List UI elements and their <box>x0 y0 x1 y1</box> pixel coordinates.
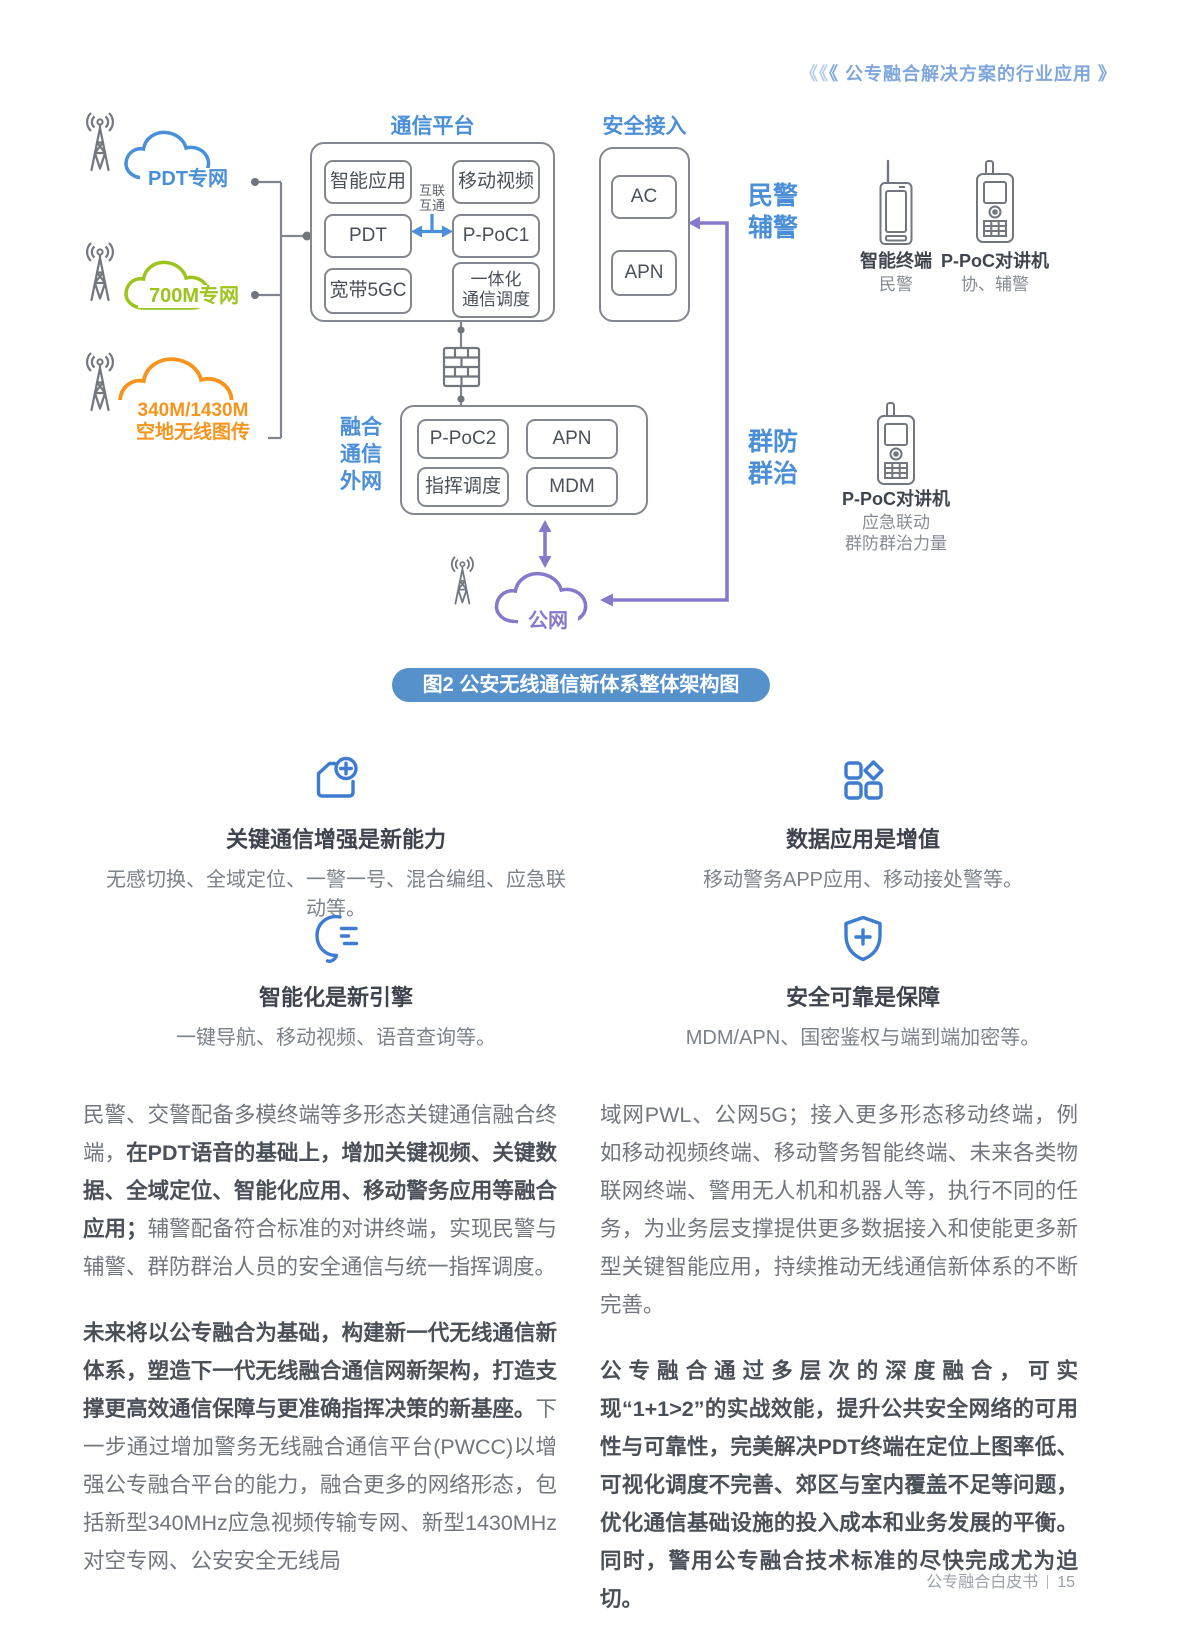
footer-page-number: 15 <box>1057 1574 1075 1591</box>
box-5gc: 宽带5GC <box>324 268 412 314</box>
body-paragraph: 公专融合通过多层次的深度融合，可实现“1+1>2”的实战效能，提升公共安全网络的… <box>600 1359 1078 1611</box>
feature-data-application: 数据应用是增值 移动警务APP应用、移动接处警等。 <box>628 752 1098 892</box>
chevrons-icon: 《《 <box>799 64 829 84</box>
extranet-box <box>400 405 648 515</box>
feature-security: 安全可靠是保障 MDM/APN、国密鉴权与端到端加密等。 <box>628 910 1098 1050</box>
device-ppoc-radio2-label: P-PoC对讲机 应急联动 群防群治力量 <box>842 489 950 553</box>
feature-title: 数据应用是增值 <box>785 827 940 852</box>
figure-caption: 图2 公安无线通信新体系整体架构图 <box>392 668 770 702</box>
device-smart-terminal-label: 智能终端 民警 <box>860 251 932 294</box>
footer-book-title: 公专融合白皮书 <box>926 1574 1039 1591</box>
public-to-secure-access-arrow <box>600 216 729 607</box>
interconnect-arrow <box>411 214 453 238</box>
feature-desc: 一键导航、移动视频、语音查询等。 <box>176 1027 496 1049</box>
box-ppoc2: P-PoC2 <box>417 419 509 459</box>
feature-desc: 无感切换、全域定位、一警一号、混合编组、应急联动等。 <box>106 869 566 920</box>
box-ac: AC <box>611 175 677 219</box>
radio-tower-icon <box>450 555 474 605</box>
public-network-label: 公网 <box>518 610 578 633</box>
architecture-diagram-graphics <box>85 111 1014 624</box>
interconnect-label: 互联 互通 <box>418 183 445 213</box>
community-group-label: 群防 群治 <box>747 428 798 488</box>
box-mdm: MDM <box>526 467 618 507</box>
box-apn-secure: APN <box>611 250 677 296</box>
box-intelligent-apps: 智能应用 <box>324 160 412 204</box>
page-footer: 公专融合白皮书 15 <box>926 1568 1075 1592</box>
box-unified-dispatch: 一体化 通信调度 <box>452 262 540 318</box>
secure-access-box <box>599 147 690 322</box>
device-ppoc-radio-label: P-PoC对讲机 协、辅警 <box>941 251 1049 294</box>
body-right-column: 域网PWL、公网5G；接入更多形态移动终端，例如移动视频终端、移动警务智能终端、… <box>600 1096 1078 1629</box>
radio-tower-icon <box>85 351 115 412</box>
box-pdt: PDT <box>324 214 412 258</box>
apps-icon <box>844 760 884 800</box>
feature-desc: 移动警务APP应用、移动接处警等。 <box>702 869 1024 891</box>
feature-intelligence: 智能化是新引擎 一键导航、移动视频、语音查询等。 <box>100 910 572 1050</box>
box-command-dispatch: 指挥调度 <box>417 467 509 507</box>
body-paragraph: 民警、交警配备多模终端等多形态关键通信融合终端，在PDT语音的基础上，增加关键视… <box>83 1103 557 1279</box>
page-header-text: 《 公专融合解决方案的行业应用 》 <box>828 64 1117 84</box>
pdt-network-label: PDT专网 <box>140 168 236 191</box>
extranet-public-arrow <box>538 520 552 568</box>
police-group-label: 民警 辅警 <box>747 182 798 242</box>
feature-key-communication: 关键通信增强是新能力 无感切换、全域定位、一警一号、混合编组、应急联动等。 <box>100 752 572 921</box>
shield-plus-icon <box>844 915 882 962</box>
footer-divider <box>1047 1575 1049 1589</box>
secure-access-title: 安全接入 <box>602 115 687 138</box>
feature-desc: MDM/APN、国密鉴权与端到端加密等。 <box>685 1027 1041 1049</box>
card-plus-icon <box>316 756 358 798</box>
ai-face-icon <box>315 914 359 963</box>
smart-terminal-icon <box>879 159 913 245</box>
box-ppoc1: P-PoC1 <box>452 214 540 258</box>
firewall-icon <box>442 346 481 388</box>
box-apn-extranet: APN <box>526 419 618 459</box>
body-left-column: 民警、交警配备多模终端等多形态关键通信融合终端，在PDT语音的基础上，增加关键视… <box>83 1096 557 1608</box>
700m-network-label: 700M专网 <box>138 285 250 308</box>
body-paragraph: 未来将以公专融合为基础，构建新一代无线通信新体系，塑造下一代无线融合通信网新架构… <box>83 1321 557 1573</box>
feature-title: 智能化是新引擎 <box>258 985 413 1010</box>
platform-box <box>310 142 555 322</box>
radio-tower-icon <box>85 241 115 302</box>
platform-title: 通信平台 <box>390 115 475 138</box>
extranet-label: 融合 通信 外网 <box>340 416 382 493</box>
340m-network-label: 340M/1430M 空地无线图传 <box>118 400 268 444</box>
ppoc-radio-icon <box>877 402 915 485</box>
page-header: 《《《 公专融合解决方案的行业应用 》 <box>800 60 1117 86</box>
ppoc-radio-icon <box>976 160 1014 243</box>
body-paragraph: 域网PWL、公网5G；接入更多形态移动终端，例如移动视频终端、移动警务智能终端、… <box>600 1103 1078 1317</box>
feature-title: 安全可靠是保障 <box>785 985 940 1010</box>
feature-title: 关键通信增强是新能力 <box>225 827 446 852</box>
box-mobile-video: 移动视频 <box>452 160 540 204</box>
radio-tower-icon <box>85 111 115 172</box>
